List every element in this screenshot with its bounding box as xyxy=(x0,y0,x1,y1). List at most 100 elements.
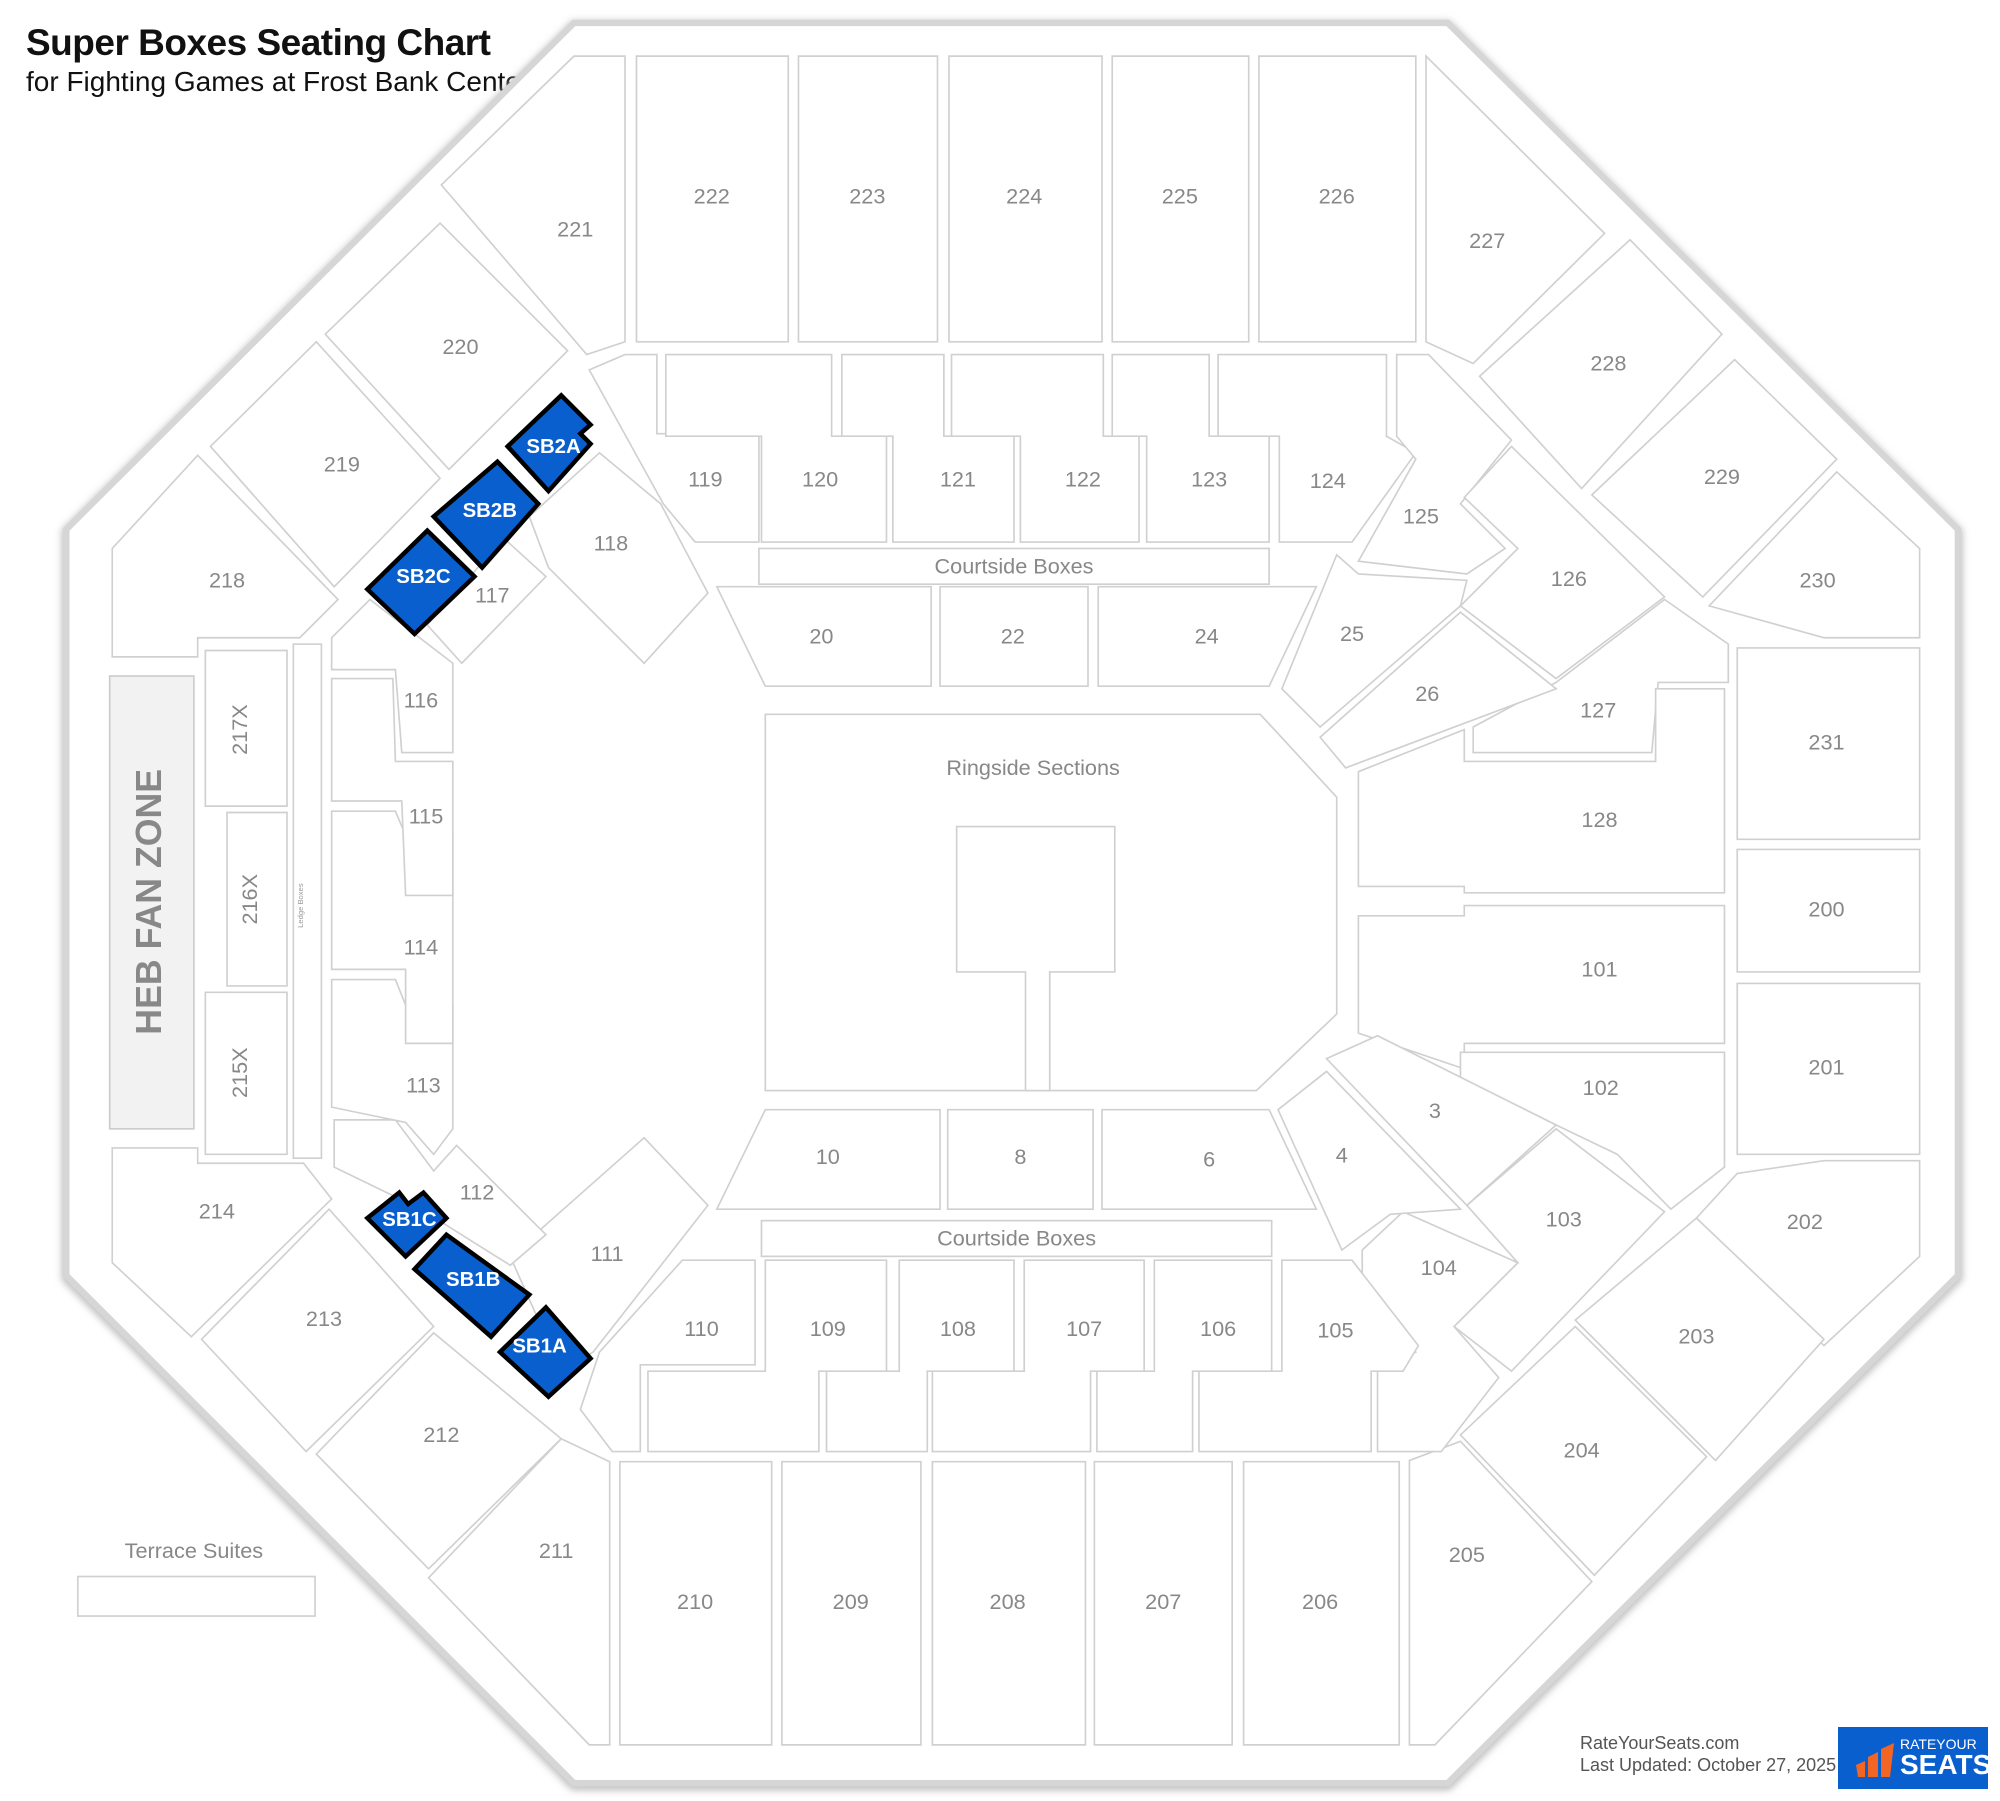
section-shape[interactable] xyxy=(1459,1325,1708,1577)
section-128[interactable]: 128 xyxy=(1357,687,1726,894)
section-123[interactable]: 123 xyxy=(1111,353,1270,543)
section-shape[interactable] xyxy=(939,585,1089,688)
section-117[interactable]: 117 xyxy=(426,537,548,665)
section-124[interactable]: 124 xyxy=(1217,353,1418,543)
section-shape[interactable] xyxy=(333,1119,548,1267)
section-shape[interactable] xyxy=(204,649,288,807)
section-120[interactable]: 120 xyxy=(664,353,888,543)
section-219[interactable]: 219 xyxy=(209,340,442,588)
ringside-sections[interactable]: Ringside Sections xyxy=(764,713,1338,1092)
section-shape[interactable] xyxy=(715,1108,941,1211)
section-shape[interactable] xyxy=(1357,687,1726,894)
super-box-sb1a[interactable]: SB1A xyxy=(496,1304,594,1400)
section-4[interactable]: 4 xyxy=(1277,1070,1463,1252)
section-208[interactable]: 208 xyxy=(931,1460,1087,1746)
super-box-sb2b[interactable]: SB2B xyxy=(430,458,542,571)
section-26[interactable]: 26 xyxy=(1318,611,1558,769)
section-shape[interactable] xyxy=(1736,848,1921,973)
section-shape[interactable] xyxy=(204,991,288,1156)
super-box-shape[interactable] xyxy=(411,1231,533,1340)
section-shape[interactable] xyxy=(330,598,454,754)
section-shape[interactable] xyxy=(1459,445,1666,680)
section-shape[interactable] xyxy=(715,585,932,688)
section-112[interactable]: 112 xyxy=(333,1119,548,1267)
section-shape[interactable] xyxy=(946,1108,1094,1211)
section-20[interactable]: 20 xyxy=(715,585,932,688)
section-shape[interactable] xyxy=(528,451,709,665)
section-115[interactable]: 115 xyxy=(330,677,454,897)
section-shape[interactable] xyxy=(1408,1440,1593,1746)
super-box-sb2a[interactable]: SB2A xyxy=(504,392,594,495)
section-shape[interactable] xyxy=(1258,55,1417,343)
section-231[interactable]: 231 xyxy=(1736,647,1921,841)
section-118[interactable]: 118 xyxy=(528,451,709,665)
section-204[interactable]: 204 xyxy=(1459,1325,1708,1577)
rateyourseats-logo[interactable]: RATEYOUR SEATS xyxy=(1838,1727,1991,1789)
super-box-shape[interactable] xyxy=(496,1304,594,1400)
section-shape[interactable] xyxy=(426,537,548,665)
section-shape[interactable] xyxy=(1574,1216,1826,1462)
section-202[interactable]: 202 xyxy=(1695,1159,1921,1347)
section-shape[interactable] xyxy=(324,222,569,471)
section-107[interactable]: 107 xyxy=(931,1259,1145,1453)
section-215x[interactable]: 215X xyxy=(204,991,288,1156)
section-shape[interactable] xyxy=(1736,647,1921,841)
section-shape[interactable] xyxy=(1101,1108,1318,1211)
section-shape[interactable] xyxy=(111,454,340,658)
section-210[interactable]: 210 xyxy=(619,1460,773,1746)
section-214[interactable]: 214 xyxy=(111,1147,333,1338)
section-shape[interactable] xyxy=(781,1460,922,1746)
section-201[interactable]: 201 xyxy=(1736,982,1921,1156)
section-shape[interactable] xyxy=(1472,598,1730,754)
section-shape[interactable] xyxy=(1325,1034,1558,1207)
section-shape[interactable] xyxy=(1590,358,1838,599)
section-shape[interactable] xyxy=(1242,1460,1401,1746)
courtside-boxes-top[interactable]: Courtside Boxes xyxy=(758,547,1270,586)
section-10[interactable]: 10 xyxy=(715,1108,941,1211)
section-200[interactable]: 200 xyxy=(1736,848,1921,973)
super-box-shape[interactable] xyxy=(430,458,542,571)
super-box-shape[interactable] xyxy=(364,527,478,638)
super-box-shape[interactable] xyxy=(364,1189,450,1260)
section-shape[interactable] xyxy=(950,353,1140,543)
section-211[interactable]: 211 xyxy=(427,1437,611,1746)
section-125[interactable]: 125 xyxy=(1357,353,1513,575)
section-shape[interactable] xyxy=(647,1259,888,1453)
section-shape[interactable] xyxy=(1217,353,1418,543)
section-shape[interactable] xyxy=(1425,54,1606,365)
section-212[interactable]: 212 xyxy=(315,1331,563,1571)
ledge-boxes[interactable]: Ledge Boxes xyxy=(292,643,323,1159)
section-shape[interactable] xyxy=(226,811,288,987)
section-shape[interactable] xyxy=(664,353,888,543)
section-217x[interactable]: 217X xyxy=(204,649,288,807)
courtside-boxes-bottom[interactable]: Courtside Boxes xyxy=(760,1219,1273,1258)
section-203[interactable]: 203 xyxy=(1574,1216,1826,1462)
super-box-shape[interactable] xyxy=(504,392,594,495)
section-shape[interactable] xyxy=(440,55,626,356)
section-8[interactable]: 8 xyxy=(946,1108,1094,1211)
section-shape[interactable] xyxy=(797,55,939,343)
terrace-suites[interactable] xyxy=(76,1575,316,1617)
section-shape[interactable] xyxy=(1736,982,1921,1156)
super-box-sb1c[interactable]: SB1C xyxy=(364,1189,450,1260)
section-122[interactable]: 122 xyxy=(950,353,1140,543)
section-213[interactable]: 213 xyxy=(200,1207,435,1453)
section-221[interactable]: 221 xyxy=(440,55,626,356)
section-222[interactable]: 222 xyxy=(635,55,790,343)
section-227[interactable]: 227 xyxy=(1425,54,1606,365)
section-shape[interactable] xyxy=(841,353,1015,543)
section-225[interactable]: 225 xyxy=(1111,55,1250,343)
section-226[interactable]: 226 xyxy=(1258,55,1417,343)
section-shape[interactable] xyxy=(1478,238,1724,490)
section-228[interactable]: 228 xyxy=(1478,238,1724,490)
section-shape[interactable] xyxy=(427,1437,611,1746)
section-shape[interactable] xyxy=(200,1207,435,1453)
section-230[interactable]: 230 xyxy=(1707,470,1921,639)
section-121[interactable]: 121 xyxy=(841,353,1015,543)
section-109[interactable]: 109 xyxy=(647,1259,888,1453)
section-shape[interactable] xyxy=(1111,353,1270,543)
section-shape[interactable] xyxy=(579,1259,756,1453)
section-shape[interactable] xyxy=(1111,55,1250,343)
super-box-sb2c[interactable]: SB2C xyxy=(364,527,478,638)
section-110[interactable]: 110 xyxy=(579,1259,756,1453)
